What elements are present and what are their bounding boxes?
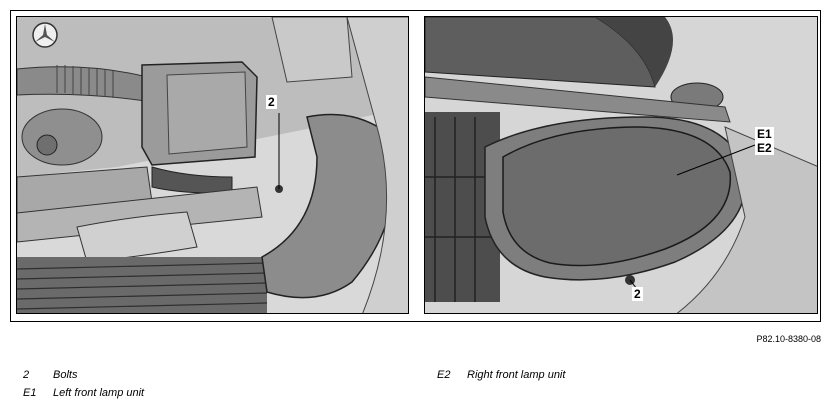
left-illustration-panel: 2 — [16, 16, 409, 314]
legend-code: E1 — [23, 387, 37, 399]
callout-label: E2 — [755, 141, 774, 155]
right-front-lamp-lens — [502, 126, 732, 267]
callout-label: E1 — [755, 127, 774, 141]
figure-frame — [10, 10, 821, 322]
legend-description: Right front lamp unit — [467, 369, 566, 381]
legend-description: Left front lamp unit — [53, 387, 145, 399]
legend-description: Bolts — [53, 369, 78, 381]
legend-code: 2 — [23, 369, 30, 381]
right-illustration-panel: E1 E2 2 — [424, 16, 818, 314]
lamp-unit-illustration — [425, 17, 817, 313]
legend-code: E2 — [437, 369, 451, 381]
figure-id: P82.10-8380-08 — [756, 334, 821, 344]
callout-label: 2 — [632, 287, 643, 301]
callout-label: 2 — [266, 95, 277, 109]
engine-bay-illustration — [17, 17, 408, 313]
